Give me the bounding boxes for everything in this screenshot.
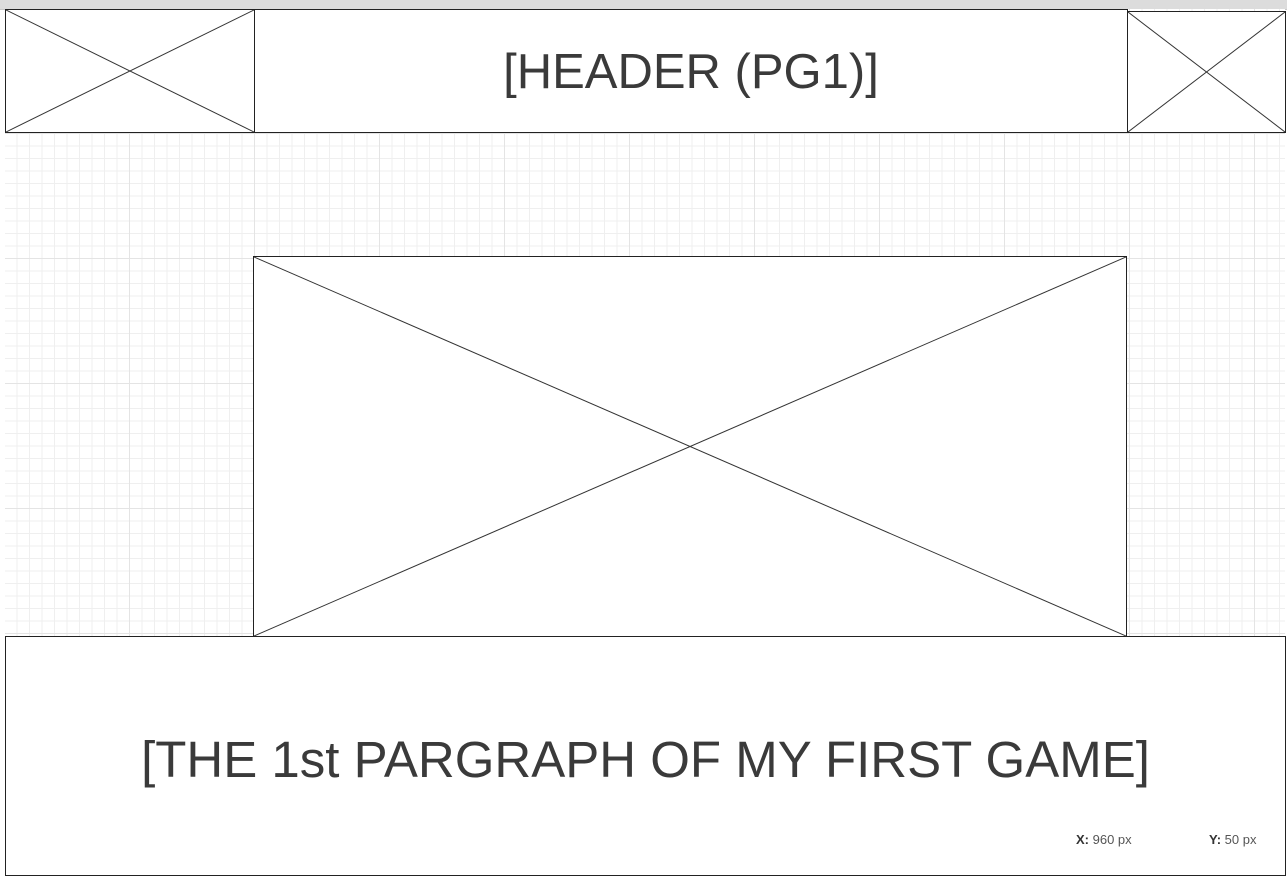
y-coordinate-label: Y: [1209, 832, 1222, 847]
y-coordinate-value: 50 px [1224, 832, 1257, 847]
header-title: [HEADER (PG1)] [503, 45, 879, 99]
main-image-placeholder[interactable] [253, 256, 1127, 637]
image-placeholder-cross-icon [1128, 12, 1285, 132]
x-coordinate-label: X: [1076, 832, 1089, 847]
left-header-image-placeholder[interactable] [5, 9, 255, 133]
y-coordinate-readout: Y: 50 px [1209, 832, 1256, 847]
header-box[interactable]: [HEADER (PG1)] [254, 9, 1128, 133]
image-placeholder-cross-icon [254, 257, 1126, 636]
paragraph-box[interactable]: [THE 1st PARGRAPH OF MY FIRST GAME] [5, 636, 1286, 876]
x-coordinate-value: 960 px [1092, 832, 1132, 847]
right-header-image-placeholder[interactable] [1127, 11, 1286, 133]
paragraph-text: [THE 1st PARGRAPH OF MY FIRST GAME] [141, 731, 1150, 788]
image-placeholder-cross-icon [6, 10, 254, 132]
x-coordinate-readout: X: 960 px [1076, 832, 1132, 847]
